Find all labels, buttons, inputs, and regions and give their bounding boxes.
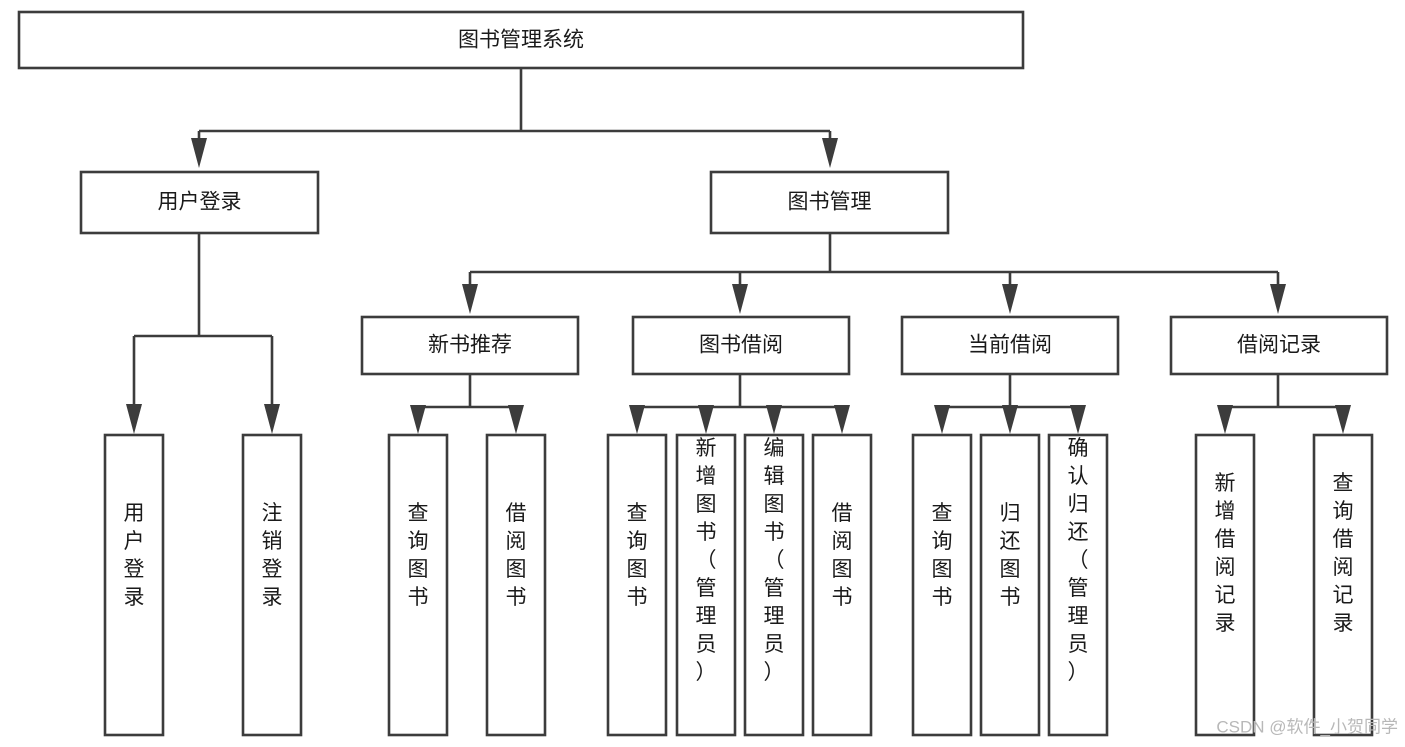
leaf-label: 编辑图书（管理员） [764, 437, 785, 684]
leaf-box[interactable] [743, 433, 805, 737]
node-user-login-box[interactable] [79, 170, 320, 235]
node-new-book-recommend-label: 新书推荐 [428, 334, 512, 357]
leaf-node[interactable]: 用户登录 [103, 433, 165, 737]
leaf-box[interactable] [911, 433, 973, 737]
connector-group-new-book [410, 374, 524, 434]
node-current-borrow-box[interactable] [900, 315, 1120, 376]
node-book-borrow-box[interactable] [631, 315, 851, 376]
node-book-borrow-label: 图书借阅 [699, 334, 783, 357]
arrow-head-leaf-12 [1335, 405, 1351, 434]
leaf-label: 新增图书（管理员） [696, 437, 717, 684]
leaf-label: 借阅图书 [832, 502, 853, 609]
leaf-label: 用户登录 [124, 502, 145, 609]
node-new-book-recommend-box[interactable] [360, 315, 580, 376]
leaf-label: 归还图书 [1000, 502, 1021, 609]
connector-group-book-borrow [629, 374, 850, 434]
leaf-box[interactable] [387, 433, 449, 737]
node-root-box[interactable] [17, 10, 1025, 70]
leaf-node[interactable]: 编辑图书（管理员） [743, 433, 805, 737]
arrow-head-leaf-3 [508, 405, 524, 434]
leaf-node[interactable]: 新增借阅记录 [1194, 433, 1256, 737]
node-book-management-box[interactable] [709, 170, 950, 235]
arrow-head-leaf-0 [126, 404, 142, 434]
arrow-head-leaf-9 [1002, 405, 1018, 434]
arrow-head-leaf-5 [698, 405, 714, 434]
leaf-label: 查询图书 [932, 502, 953, 609]
node-borrow-record[interactable]: 借阅记录 [1169, 315, 1389, 376]
node-root[interactable]: 图书管理系统 [17, 10, 1025, 70]
leaf-box[interactable] [241, 433, 303, 737]
leaf-label: 查询借阅记录 [1333, 472, 1354, 635]
connector-group-user-login [126, 233, 280, 434]
leaf-node[interactable]: 查询图书 [911, 433, 973, 737]
node-borrow-record-label: 借阅记录 [1237, 334, 1321, 357]
connector-group-root [191, 68, 838, 168]
arrow-head-leaf-11 [1217, 405, 1233, 434]
leaf-node[interactable]: 查询图书 [387, 433, 449, 737]
node-current-borrow[interactable]: 当前借阅 [900, 315, 1120, 376]
connector-group-book-management [462, 233, 1286, 314]
arrow-head-leaf-1 [264, 404, 280, 434]
arrow-head-l2-0 [462, 284, 478, 314]
leaf-node[interactable]: 借阅图书 [811, 433, 873, 737]
leaf-node[interactable]: 查询图书 [606, 433, 668, 737]
node-book-management-label: 图书管理 [788, 191, 872, 214]
leaf-box[interactable] [979, 433, 1041, 737]
arrow-head-leaf-6 [766, 405, 782, 434]
arrow-head-leaf-2 [410, 405, 426, 434]
arrow-head-l1-0 [191, 138, 207, 168]
leaf-label: 注销登录 [262, 502, 283, 609]
csdn-watermark: CSDN @软件_小贺同学 [1216, 717, 1398, 736]
arrow-head-leaf-10 [1070, 405, 1086, 434]
arrow-head-leaf-8 [934, 405, 950, 434]
node-borrow-record-box[interactable] [1169, 315, 1389, 376]
node-user-login-label: 用户登录 [158, 191, 242, 214]
node-book-borrow[interactable]: 图书借阅 [631, 315, 851, 376]
leaf-label: 借阅图书 [506, 502, 527, 609]
connector-group-borrow-record [1217, 374, 1351, 434]
leaf-box[interactable] [1312, 433, 1374, 737]
arrow-head-leaf-4 [629, 405, 645, 434]
leaf-label: 查询图书 [408, 502, 429, 609]
leaf-box[interactable] [103, 433, 165, 737]
connector-group-current-borrow [934, 374, 1086, 434]
leaf-node[interactable]: 借阅图书 [485, 433, 547, 737]
node-root-label: 图书管理系统 [458, 29, 584, 52]
node-current-borrow-label: 当前借阅 [968, 334, 1052, 357]
arrow-head-l2-3 [1270, 284, 1286, 314]
arrow-head-leaf-7 [834, 405, 850, 434]
arrow-head-l1-1 [822, 138, 838, 168]
node-new-book-recommend[interactable]: 新书推荐 [360, 315, 580, 376]
leaf-node[interactable]: 确认归还（管理员） [1047, 433, 1109, 737]
leaf-box[interactable] [485, 433, 547, 737]
leaf-node[interactable]: 注销登录 [241, 433, 303, 737]
leaf-node[interactable]: 新增图书（管理员） [675, 433, 737, 737]
arrow-head-l2-1 [732, 284, 748, 314]
leaf-box[interactable] [811, 433, 873, 737]
node-user-login[interactable]: 用户登录 [79, 170, 320, 235]
node-book-management[interactable]: 图书管理 [709, 170, 950, 235]
leaf-label: 新增借阅记录 [1215, 472, 1236, 635]
leaf-label: 确认归还（管理员） [1068, 437, 1089, 684]
leaf-box[interactable] [1047, 433, 1109, 737]
arrow-head-l2-2 [1002, 284, 1018, 314]
leaf-box[interactable] [675, 433, 737, 737]
leaf-node[interactable]: 归还图书 [979, 433, 1041, 737]
leaf-node[interactable]: 查询借阅记录 [1312, 433, 1374, 737]
leaf-box[interactable] [606, 433, 668, 737]
leaf-label: 查询图书 [627, 502, 648, 609]
leaf-box[interactable] [1194, 433, 1256, 737]
